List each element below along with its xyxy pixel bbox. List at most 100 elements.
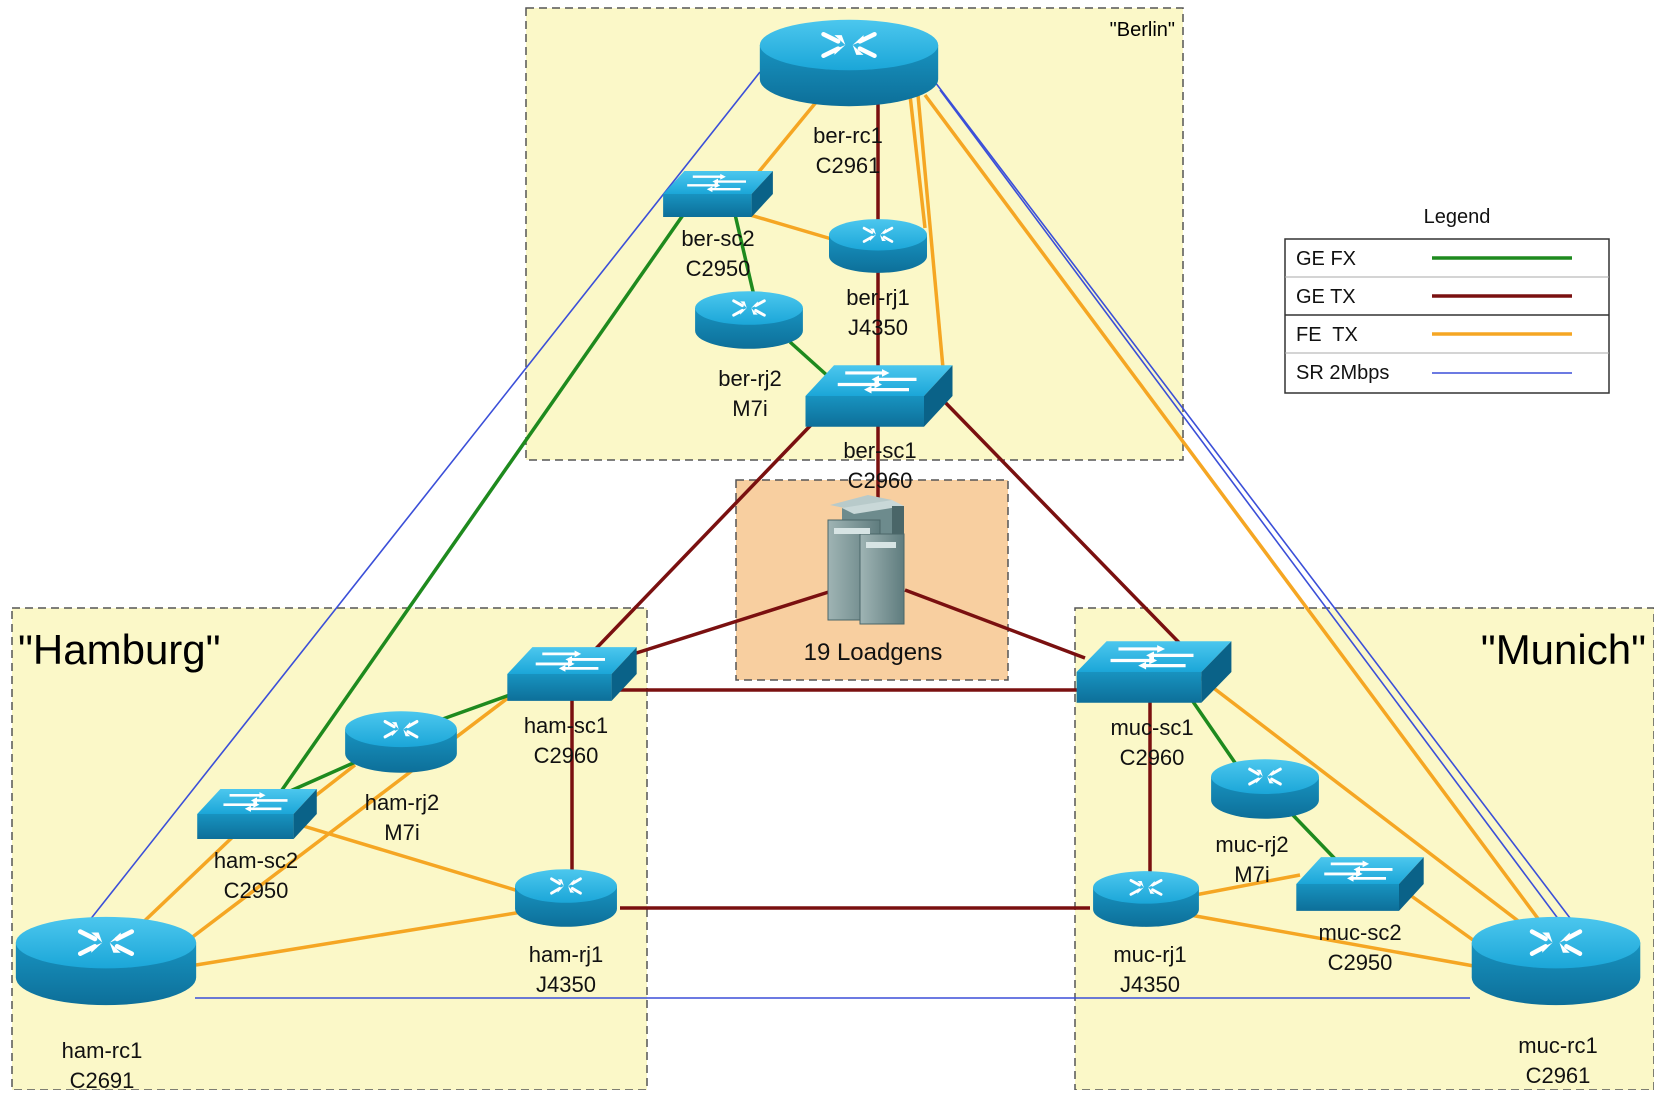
ham-sc1-switch-icon[interactable] bbox=[506, 646, 638, 702]
svg-text:C2961: C2961 bbox=[816, 153, 881, 178]
ber-sc1-label: ber-sc1 C2960 bbox=[843, 438, 916, 493]
site-berlin-label: "Berlin" bbox=[1110, 19, 1175, 41]
svg-text:muc-rj2: muc-rj2 bbox=[1215, 832, 1288, 857]
link-fe-mucsc1-mucrc1 bbox=[1188, 668, 1532, 932]
link-gefx-mucsc1-mucrj2 bbox=[1183, 689, 1242, 771]
svg-text:C2950: C2950 bbox=[1328, 950, 1393, 975]
link-getx-loadgens-hamsc1 bbox=[629, 588, 836, 657]
ber-rc1-label: ber-rc1 C2961 bbox=[813, 123, 883, 178]
link-getx-loadgens-mucsc1 bbox=[904, 588, 1086, 660]
muc-rj2-label: muc-rj2 M7i bbox=[1215, 832, 1288, 887]
legend-label-ge-tx: GE TX bbox=[1296, 286, 1356, 308]
legend-label-ge-fx: GE FX bbox=[1296, 248, 1356, 270]
svg-text:muc-sc1: muc-sc1 bbox=[1110, 715, 1193, 740]
link-fe-hamsc2-hamrc1 bbox=[133, 828, 242, 932]
muc-rc1-label: muc-rc1 C2961 bbox=[1518, 1033, 1597, 1088]
link-fe-berrc1-berrj1-b bbox=[908, 94, 927, 229]
ham-sc2-switch-icon[interactable] bbox=[196, 788, 318, 840]
svg-text:J4350: J4350 bbox=[536, 972, 596, 997]
svg-text:C2691: C2691 bbox=[70, 1068, 135, 1090]
ham-rc1-router-icon[interactable] bbox=[16, 917, 196, 1005]
ham-rj2-router-icon[interactable] bbox=[344, 710, 458, 774]
svg-text:ham-sc2: ham-sc2 bbox=[214, 848, 298, 873]
ber-sc2-switch-icon[interactable] bbox=[662, 170, 774, 218]
link-sr-ber-muc bbox=[934, 81, 1574, 923]
ham-rj2-label: ham-rj2 M7i bbox=[365, 790, 440, 845]
link-gefx-bersc2-hamsc2 bbox=[266, 203, 692, 812]
ham-rc1-label: ham-rc1 C2691 bbox=[62, 1038, 143, 1093]
svg-text:C2960: C2960 bbox=[1120, 745, 1185, 770]
svg-text:M7i: M7i bbox=[1234, 862, 1269, 887]
svg-text:ber-rc1: ber-rc1 bbox=[813, 123, 883, 148]
link-fe-hamsc1-hamrc1 bbox=[176, 683, 527, 950]
legend-label-sr: SR 2Mbps bbox=[1296, 362, 1389, 384]
svg-text:C2961: C2961 bbox=[1526, 1063, 1591, 1088]
muc-sc2-switch-icon[interactable] bbox=[1295, 856, 1425, 912]
link-fe-mucrj1-mucrc1 bbox=[1189, 913, 1486, 970]
link-fe-bersc2-berrj1 bbox=[739, 210, 836, 242]
loadgens-label: 19 Loadgens bbox=[804, 639, 943, 666]
ham-rj1-label: ham-rj1 J4350 bbox=[529, 942, 604, 997]
link-sr-ber-ham bbox=[77, 71, 761, 936]
ham-sc1-label: ham-sc1 C2960 bbox=[524, 713, 608, 768]
link-getx-bersc1-mucsc1 bbox=[936, 393, 1198, 662]
site-hamburg-label: "Hamburg" bbox=[18, 626, 221, 673]
ham-sc2-label: ham-sc2 C2950 bbox=[214, 848, 298, 903]
ber-rc1-router-icon[interactable] bbox=[760, 20, 938, 106]
ber-rj1-router-icon[interactable] bbox=[828, 218, 928, 274]
svg-text:muc-rj1: muc-rj1 bbox=[1113, 942, 1186, 967]
svg-text:J4350: J4350 bbox=[1120, 972, 1180, 997]
svg-text:muc-sc2: muc-sc2 bbox=[1318, 920, 1401, 945]
svg-text:ber-sc2: ber-sc2 bbox=[681, 226, 754, 251]
link-fe-mucsc2-mucrc1 bbox=[1408, 893, 1482, 947]
link-gefx-mucrj2-mucsc2 bbox=[1288, 810, 1340, 864]
muc-rj1-label: muc-rj1 J4350 bbox=[1113, 942, 1186, 997]
ber-sc2-label: ber-sc2 C2950 bbox=[681, 226, 754, 281]
legend-label-fe-tx: FE TX bbox=[1296, 324, 1358, 346]
svg-text:M7i: M7i bbox=[384, 820, 419, 845]
svg-text:ber-rj1: ber-rj1 bbox=[846, 285, 910, 310]
svg-text:J4350: J4350 bbox=[848, 315, 908, 340]
site-munich-label: "Munich" bbox=[1481, 626, 1646, 673]
link-fe-hamrj2-hamsc2 bbox=[308, 763, 357, 802]
svg-text:ber-rj2: ber-rj2 bbox=[718, 366, 782, 391]
ber-sc1-switch-icon[interactable] bbox=[804, 364, 954, 428]
link-fe-mucrj1-mucsc2 bbox=[1194, 873, 1301, 897]
link-sr-ber-muc-2 bbox=[939, 89, 1566, 929]
link-fe-hamrj1-hamrc1 bbox=[195, 910, 523, 967]
link-gefx-berrj2-bersc1 bbox=[788, 340, 832, 380]
link-fe-berrc1-bersc1 bbox=[916, 94, 945, 369]
link-fe-berrc1-bersc2 bbox=[746, 93, 824, 187]
svg-text:ham-rj2: ham-rj2 bbox=[365, 790, 440, 815]
svg-text:C2950: C2950 bbox=[686, 256, 751, 281]
svg-text:ham-rc1: ham-rc1 bbox=[62, 1038, 143, 1063]
svg-text:ham-rj1: ham-rj1 bbox=[529, 942, 604, 967]
legend-title: Legend bbox=[1424, 206, 1491, 228]
svg-text:C2950: C2950 bbox=[224, 878, 289, 903]
svg-text:ber-sc1: ber-sc1 bbox=[843, 438, 916, 463]
svg-text:ham-sc1: ham-sc1 bbox=[524, 713, 608, 738]
ber-rj1-label: ber-rj1 J4350 bbox=[846, 285, 910, 340]
svg-text:C2960: C2960 bbox=[534, 743, 599, 768]
loadgen-servers-icon[interactable] bbox=[827, 495, 905, 625]
link-fe-berrc1-mucrc1 bbox=[923, 93, 1547, 930]
muc-rc1-router-icon[interactable] bbox=[1472, 917, 1641, 1005]
ber-rj2-label: ber-rj2 M7i bbox=[718, 366, 782, 421]
ber-rj2-router-icon[interactable] bbox=[694, 290, 804, 350]
svg-text:muc-rc1: muc-rc1 bbox=[1518, 1033, 1597, 1058]
legend: Legend GE FX GE TX FE TX SR 2Mbps bbox=[1284, 206, 1610, 394]
muc-sc2-label: muc-sc2 C2950 bbox=[1318, 920, 1401, 975]
muc-sc1-switch-icon[interactable] bbox=[1075, 640, 1233, 704]
muc-rj1-router-icon[interactable] bbox=[1092, 870, 1200, 928]
link-fe-hamsc2-hamrj1 bbox=[299, 823, 523, 894]
ham-rj1-router-icon[interactable] bbox=[514, 868, 618, 928]
muc-sc1-label: muc-sc1 C2960 bbox=[1110, 715, 1193, 770]
svg-text:M7i: M7i bbox=[732, 396, 767, 421]
muc-rj2-router-icon[interactable] bbox=[1210, 758, 1320, 820]
link-getx-bersc1-hamsc1 bbox=[583, 398, 837, 662]
svg-text:C2960: C2960 bbox=[848, 468, 913, 493]
link-gefx-bersc2-berrj2 bbox=[732, 209, 757, 301]
link-gefx-hamsc1-hamrj2 bbox=[439, 690, 519, 722]
